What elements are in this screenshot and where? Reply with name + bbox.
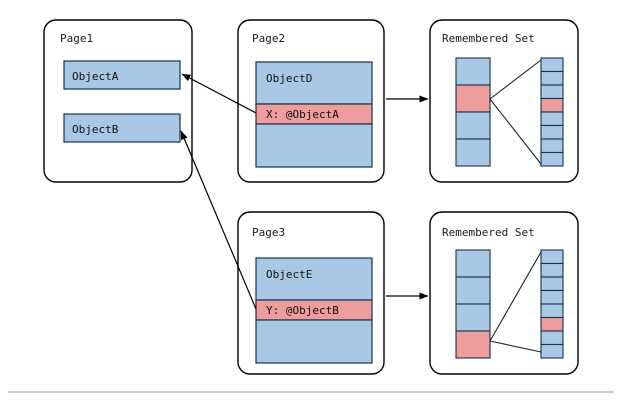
rs1-link-1	[489, 98, 542, 165]
rs2-fine-cell-2	[540, 276, 564, 292]
rs2-coarse-cell-0	[455, 249, 491, 278]
rs1-coarse-cell-2	[455, 111, 491, 140]
object-label-refY: Y: @ObjectB	[266, 304, 339, 317]
object-box-objectB	[63, 113, 181, 143]
rs2-coarse-cell-2	[455, 303, 491, 332]
rs1-coarse-cell-1	[455, 84, 491, 113]
rs1-link-0	[489, 59, 542, 100]
panel-title-page2: Page2	[252, 32, 285, 45]
rs1-fine-cell-2	[540, 84, 564, 100]
object-box-objectE-tail	[255, 319, 373, 364]
rs2-fine-cell-3	[540, 289, 564, 305]
rs2-link-1	[489, 340, 542, 353]
rs2-fine-cell-0	[540, 249, 564, 265]
rs1-coarse-cell-3	[455, 138, 491, 167]
rs2-link-0	[489, 251, 542, 342]
rs1-fine-cell-4	[540, 111, 564, 127]
object-label-objectE: ObjectE	[266, 268, 312, 281]
rs2-fine-cell-7	[540, 343, 564, 359]
connector-refY-to-objectB	[180, 130, 257, 310]
rs2-fine-cell-1	[540, 262, 564, 278]
rs1-fine-cell-1	[540, 70, 564, 86]
rs1-fine-cell-0	[540, 57, 564, 73]
rs1-fine-cell-7	[540, 151, 564, 167]
rs2-coarse-cell-3	[455, 330, 491, 359]
rs2-coarse-cell-1	[455, 276, 491, 305]
remembered-set-rs1	[455, 57, 564, 167]
object-box-objectD-tail	[255, 123, 373, 168]
connectors-layer	[180, 73, 429, 310]
object-box-objectD	[255, 61, 373, 105]
rs1-fine-cell-3	[540, 97, 564, 113]
connector-refX-to-objectA	[181, 73, 257, 114]
object-label-objectA: ObjectA	[72, 70, 119, 83]
panel-title-rememberedset2: Remembered Set	[442, 226, 535, 239]
rs1-fine-cell-6	[540, 138, 564, 154]
rs2-fine-cell-4	[540, 303, 564, 319]
object-box-objectA	[63, 60, 181, 90]
rs1-coarse-cell-0	[455, 57, 491, 86]
panel-title-page1: Page1	[60, 32, 93, 45]
object-label-refX: X: @ObjectA	[266, 108, 339, 121]
object-label-objectD: ObjectD	[266, 72, 312, 85]
rs1-fine-cell-5	[540, 124, 564, 140]
remembered-set-rs2	[455, 249, 564, 359]
remembered-sets-layer	[455, 57, 564, 359]
panel-title-page3: Page3	[252, 226, 285, 239]
object-box-objectE	[255, 257, 373, 301]
rs2-fine-cell-6	[540, 330, 564, 346]
panel-title-rememberedset1: Remembered Set	[442, 32, 535, 45]
object-label-objectB: ObjectB	[72, 123, 119, 136]
rs2-fine-cell-5	[540, 316, 564, 332]
